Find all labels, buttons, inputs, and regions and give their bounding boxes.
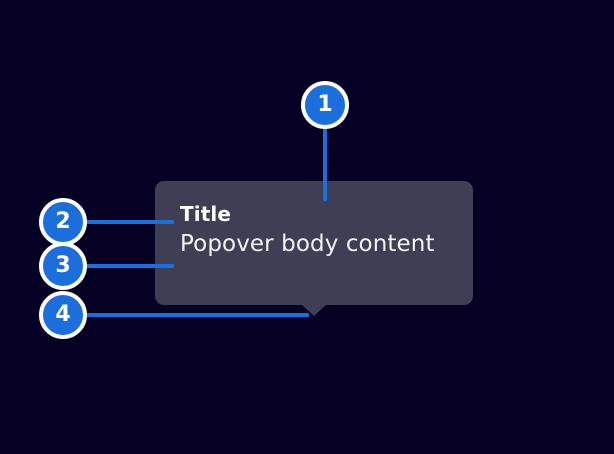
popover-container: Title Popover body content [155, 181, 473, 305]
callout-line-1 [323, 122, 327, 201]
popover-body: Popover body content [180, 231, 435, 257]
callout-badge-4: 4 [39, 291, 87, 339]
callout-badge-3: 3 [39, 242, 87, 290]
callout-badge-1: 1 [301, 81, 349, 129]
callout-line-3 [86, 264, 174, 268]
popover-header: Title [180, 202, 231, 226]
callout-line-4 [86, 313, 309, 317]
callout-badge-2: 2 [39, 198, 87, 246]
callout-line-2 [86, 220, 174, 224]
